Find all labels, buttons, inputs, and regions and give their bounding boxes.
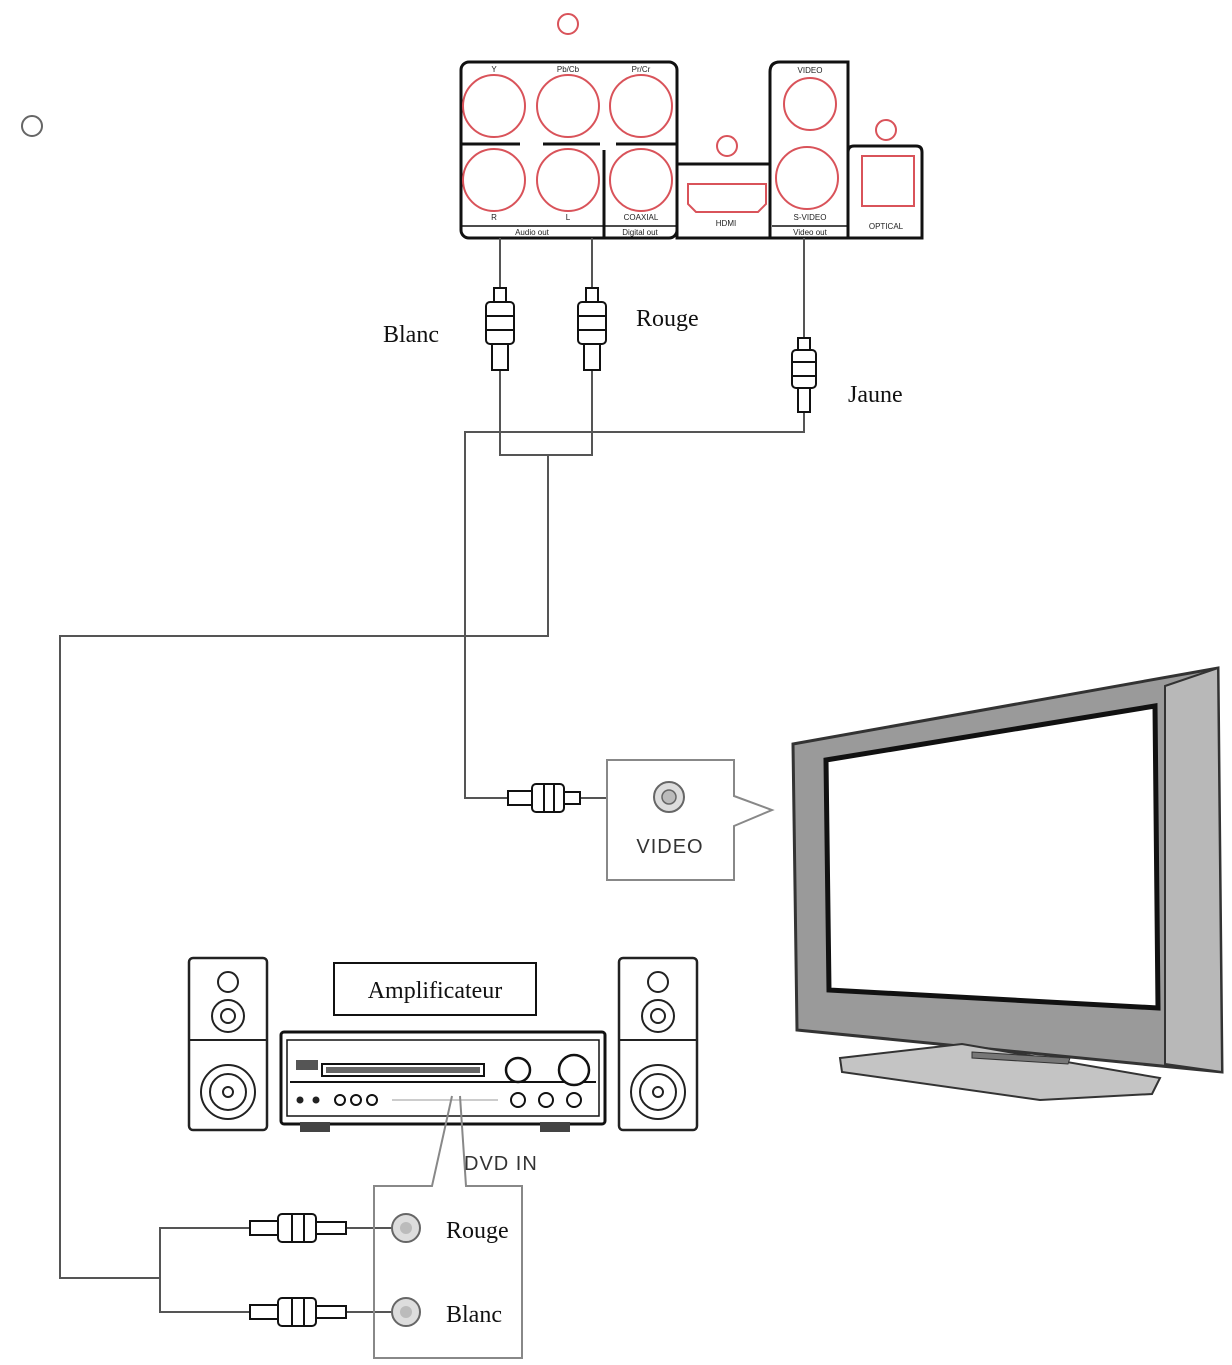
tv-stand xyxy=(838,1042,1162,1102)
tv-video-label: VIDEO xyxy=(636,836,703,858)
amp-jack-red-label: Rouge xyxy=(446,1218,509,1244)
label-optical: OPTICAL xyxy=(869,222,904,231)
hdmi-indicator xyxy=(716,135,738,157)
amplifier-title-box xyxy=(333,962,537,1016)
label-hdmi: HDMI xyxy=(716,219,736,228)
rca-plug-yellow xyxy=(791,337,817,413)
rca-plug-white xyxy=(485,287,515,371)
label-coaxial: COAXIAL xyxy=(624,213,659,222)
cable-lines xyxy=(59,238,805,1313)
jack-coaxial xyxy=(609,148,673,212)
rca-plug-red xyxy=(577,287,607,371)
cable-label-yellow: Jaune xyxy=(848,382,903,408)
jack-y xyxy=(462,74,526,138)
player-back-panel: Y Pb/Cb Pr/Cr R L COAXIAL Audio out Digi… xyxy=(459,60,924,240)
label-video-out: Video out xyxy=(793,228,827,237)
optical-port xyxy=(861,155,915,207)
speaker-left xyxy=(187,956,269,1132)
amplifier-title: Amplificateur xyxy=(368,978,503,1004)
marker-circle-top xyxy=(557,13,579,35)
label-digital-out: Digital out xyxy=(622,228,658,237)
label-r: R xyxy=(491,213,497,222)
amp-jack-white-label: Blanc xyxy=(446,1302,502,1328)
dvd-in-callout xyxy=(373,1095,523,1359)
rca-plug-amp-red xyxy=(249,1213,347,1243)
label-pb: Pb/Cb xyxy=(557,65,580,74)
jack-video xyxy=(783,77,837,131)
marker-circle-left xyxy=(21,115,43,137)
hdmi-port xyxy=(687,183,767,213)
dvd-in-label: DVD IN xyxy=(464,1153,538,1175)
tv-side-panel xyxy=(1164,666,1224,1074)
television xyxy=(791,666,1224,1102)
label-l: L xyxy=(566,213,571,222)
jack-pr xyxy=(609,74,673,138)
cable-label-white: Blanc xyxy=(383,322,439,348)
tv-video-callout xyxy=(606,759,775,881)
jack-s-video xyxy=(775,146,839,210)
speaker-right xyxy=(617,956,699,1132)
label-pr: Pr/Cr xyxy=(632,65,651,74)
label-y: Y xyxy=(491,65,497,74)
optical-indicator xyxy=(875,119,897,141)
rca-plug-amp-white xyxy=(249,1297,347,1327)
jack-pb xyxy=(536,74,600,138)
label-video: VIDEO xyxy=(798,66,823,75)
cable-label-red: Rouge xyxy=(636,306,699,332)
label-s-video: S-VIDEO xyxy=(794,213,827,222)
jack-audio-r xyxy=(462,148,526,212)
panel-optical-block xyxy=(846,144,924,240)
jack-audio-l xyxy=(536,148,600,212)
amplifier-unit xyxy=(279,1030,607,1132)
tv-screen xyxy=(823,703,1161,1011)
rca-plug-tv-video xyxy=(507,783,581,813)
label-audio-out: Audio out xyxy=(515,228,550,237)
